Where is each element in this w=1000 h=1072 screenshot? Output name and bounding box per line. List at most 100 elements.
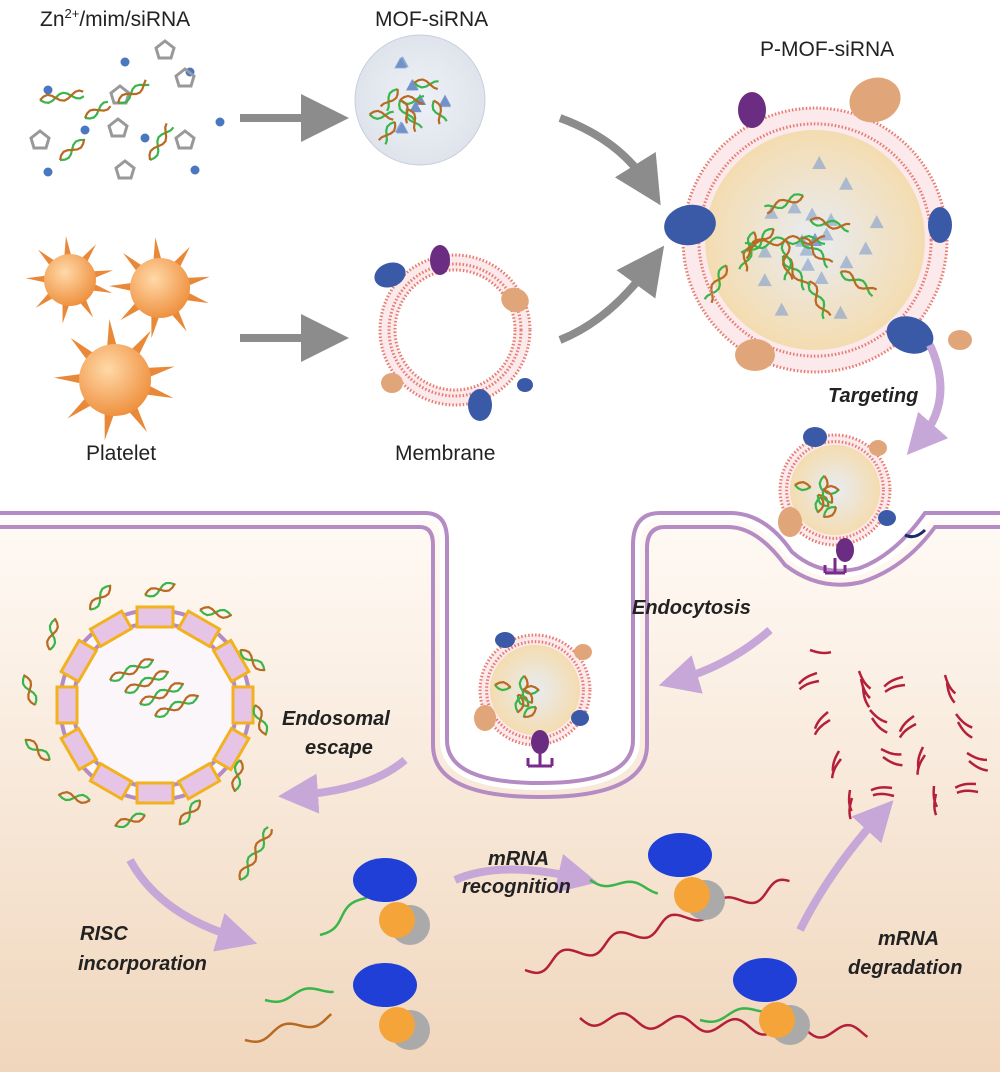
mrna-fragment xyxy=(798,679,820,691)
arrow-to-pmof-2 xyxy=(558,245,665,344)
membrane-protein-icon xyxy=(468,389,492,421)
strand xyxy=(494,684,512,692)
strand xyxy=(781,239,794,280)
strand xyxy=(84,100,109,120)
strand xyxy=(154,694,200,717)
membrane-protein-icon xyxy=(571,710,589,726)
membrane-protein-icon xyxy=(517,378,533,392)
sirna-helix xyxy=(114,812,146,829)
sirna-helix xyxy=(88,584,112,611)
membrane-protein-icon xyxy=(836,538,854,562)
sirna-helix xyxy=(784,234,826,246)
mrna-fragment xyxy=(955,713,973,729)
receptor-icon xyxy=(904,528,927,539)
mrna-fragment xyxy=(916,746,925,768)
step-mrna-degradation-2: degradation xyxy=(848,957,962,979)
membrane-pore-icon xyxy=(88,761,134,801)
membrane-pore-icon xyxy=(176,609,222,649)
platelet-spike xyxy=(25,275,50,284)
strand xyxy=(818,475,826,493)
platelet-spike xyxy=(109,282,137,292)
mrna-fragment xyxy=(956,721,973,739)
sirna-helix xyxy=(154,694,200,719)
strand xyxy=(800,236,834,263)
endocytosed-particle-core xyxy=(489,644,581,736)
membrane-protein-icon xyxy=(869,440,887,456)
membrane-protein-icon xyxy=(778,507,802,537)
membrane-protein-icon xyxy=(381,373,403,393)
sirna-helix xyxy=(231,759,244,793)
membrane-protein-icon xyxy=(849,77,901,123)
strand xyxy=(807,281,826,320)
strand xyxy=(199,606,233,619)
strand xyxy=(523,706,538,719)
step-mrna-recognition-2: recognition xyxy=(462,876,571,898)
strand xyxy=(149,126,175,162)
strand xyxy=(109,658,155,681)
platelet-icon xyxy=(109,237,210,339)
strand xyxy=(23,674,36,706)
membrane-vesicle-inner xyxy=(387,262,523,398)
cell-membrane xyxy=(0,511,1000,800)
sirna-helix xyxy=(239,648,266,672)
sirna-helix xyxy=(809,216,851,233)
sirna-helix xyxy=(814,496,825,514)
label-platelet: Platelet xyxy=(86,442,156,465)
membrane-protein-icon xyxy=(495,632,515,648)
platelet-body xyxy=(44,254,96,306)
label-p-mof-sirna: P-MOF-siRNA xyxy=(760,38,894,61)
endocytosed-particle-lipid-inner xyxy=(485,640,585,740)
mrna-fragment xyxy=(883,675,904,688)
sirna-helix xyxy=(148,123,175,162)
strand xyxy=(794,481,812,489)
strand xyxy=(57,791,91,804)
strand xyxy=(516,696,525,714)
strand xyxy=(840,270,878,291)
sirna-helix xyxy=(494,681,512,692)
membrane-pore-icon xyxy=(135,781,175,805)
mof-tetrahedron-icon xyxy=(839,176,854,190)
strand xyxy=(178,800,202,826)
strand xyxy=(46,617,59,651)
strand xyxy=(814,496,822,514)
strand xyxy=(710,265,729,304)
sirna-helix xyxy=(794,481,812,492)
strand xyxy=(514,696,522,714)
strand xyxy=(83,105,112,119)
sirna-helix xyxy=(252,704,269,736)
mof-tetrahedron-icon xyxy=(858,241,873,255)
mrna-fragment xyxy=(880,747,902,756)
strand xyxy=(809,280,832,317)
sirna-helix xyxy=(379,87,399,112)
membrane-protein-icon xyxy=(430,245,450,275)
membrane-protein-icon xyxy=(735,339,775,371)
strand xyxy=(517,693,530,707)
mrna-fragment xyxy=(882,755,903,767)
strand xyxy=(379,88,399,108)
strand xyxy=(821,489,833,505)
sirna-helix xyxy=(764,193,805,215)
mrna-fragment xyxy=(809,648,832,655)
p-mof-sirna-outer xyxy=(681,106,949,374)
mof-tetrahedron-icon xyxy=(438,96,451,108)
strand xyxy=(745,228,775,260)
mof-tetrahedron-icon xyxy=(774,302,789,316)
sirna-helix xyxy=(744,236,786,252)
strand xyxy=(703,264,727,300)
membrane-protein-icon xyxy=(531,730,549,754)
membrane-protein-icon xyxy=(878,510,896,526)
membrane-protein-icon xyxy=(738,92,766,128)
arrow-endosomal-escape xyxy=(278,756,408,814)
membrane-protein-icon xyxy=(803,427,827,447)
sirna-helix xyxy=(521,688,534,705)
mrna-strand xyxy=(524,878,790,975)
endosome-outer-membrane xyxy=(58,608,252,802)
mrna-fragment xyxy=(830,758,842,779)
mof-tetrahedron-icon xyxy=(839,255,854,269)
membrane-vesicle-inner-leaflet xyxy=(393,268,517,392)
step-endosomal-escape-1: Endosomal xyxy=(282,708,390,730)
mrna-fragment xyxy=(898,722,917,739)
strand xyxy=(24,738,50,762)
mrna-fragment xyxy=(813,718,831,736)
mim-ligand-icon xyxy=(174,67,196,88)
